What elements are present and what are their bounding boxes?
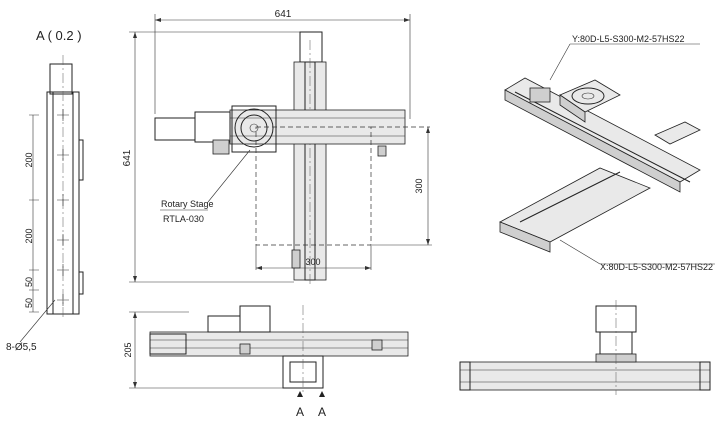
section-mark-right: A — [318, 405, 326, 419]
section-view-a: A ( 0.2 ) 200 200 50 50 8-Ø5,5 — [6, 28, 84, 353]
rotary-stage-label: Rotary Stage — [161, 199, 214, 209]
holes-callout: 8-Ø5,5 — [6, 342, 37, 353]
dim-pitch-3: 50 — [24, 277, 34, 287]
dim-pitch-4: 50 — [24, 298, 34, 308]
dim-pitch-2: 200 — [24, 228, 34, 243]
section-view-label: A ( 0.2 ) — [36, 28, 82, 43]
dim-overall-width: 641 — [275, 9, 292, 20]
side-view — [459, 300, 711, 395]
dim-overall-height: 641 — [122, 149, 133, 166]
y-axis-callout: Y:80D-L5-S300-M2-57HS22 — [572, 34, 685, 44]
dim-travel-y: 300 — [414, 178, 424, 193]
rotary-stage-model: RTLA-030 — [163, 214, 204, 224]
dim-travel-x: 300 — [305, 257, 320, 267]
section-mark-left: A — [296, 405, 304, 419]
top-view: 641 641 300 — [122, 9, 432, 285]
dim-side-height: 205 — [123, 342, 133, 357]
isometric-view: Y:80D-L5-S300-M2-57HS22 X:80D-L5-S300-M2… — [499, 34, 715, 272]
front-view: 205 A A — [123, 305, 409, 419]
x-axis-callout: X:80D-L5-S300-M2-57HS22 — [600, 262, 713, 272]
dim-pitch-1: 200 — [24, 152, 34, 167]
